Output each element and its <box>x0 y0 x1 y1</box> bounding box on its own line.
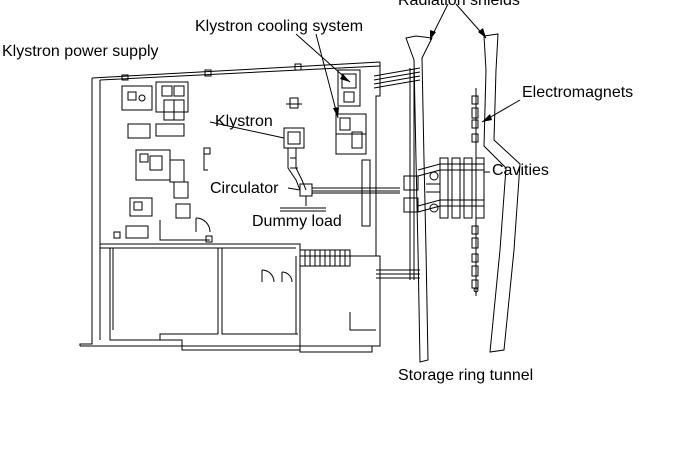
label-cavities: Cavities <box>492 162 549 179</box>
radiation-shield-outer <box>484 34 520 352</box>
label-klystron: Klystron <box>215 113 273 130</box>
label-dummy-load: Dummy load <box>252 213 342 230</box>
waveguide-bundles <box>374 68 420 280</box>
label-klystron-power-supply: Klystron power supply <box>2 43 159 60</box>
label-radiation-shields: Radiation shields <box>398 0 520 9</box>
building-outline <box>80 62 380 352</box>
interior-rooms <box>100 244 376 346</box>
radiation-shield-inner <box>406 36 432 362</box>
label-circulator: Circulator <box>210 180 279 197</box>
power-supply-equipment <box>114 82 212 242</box>
klystron-waveguide <box>280 98 400 226</box>
arrowheads <box>333 28 492 122</box>
label-storage-ring-tunnel: Storage ring tunnel <box>398 367 534 384</box>
label-klystron-cooling-system: Klystron cooling system <box>195 18 364 35</box>
electromagnet-beamline <box>472 88 478 296</box>
cooling-system-equipment <box>336 70 366 154</box>
label-electromagnets: Electromagnets <box>522 84 634 101</box>
